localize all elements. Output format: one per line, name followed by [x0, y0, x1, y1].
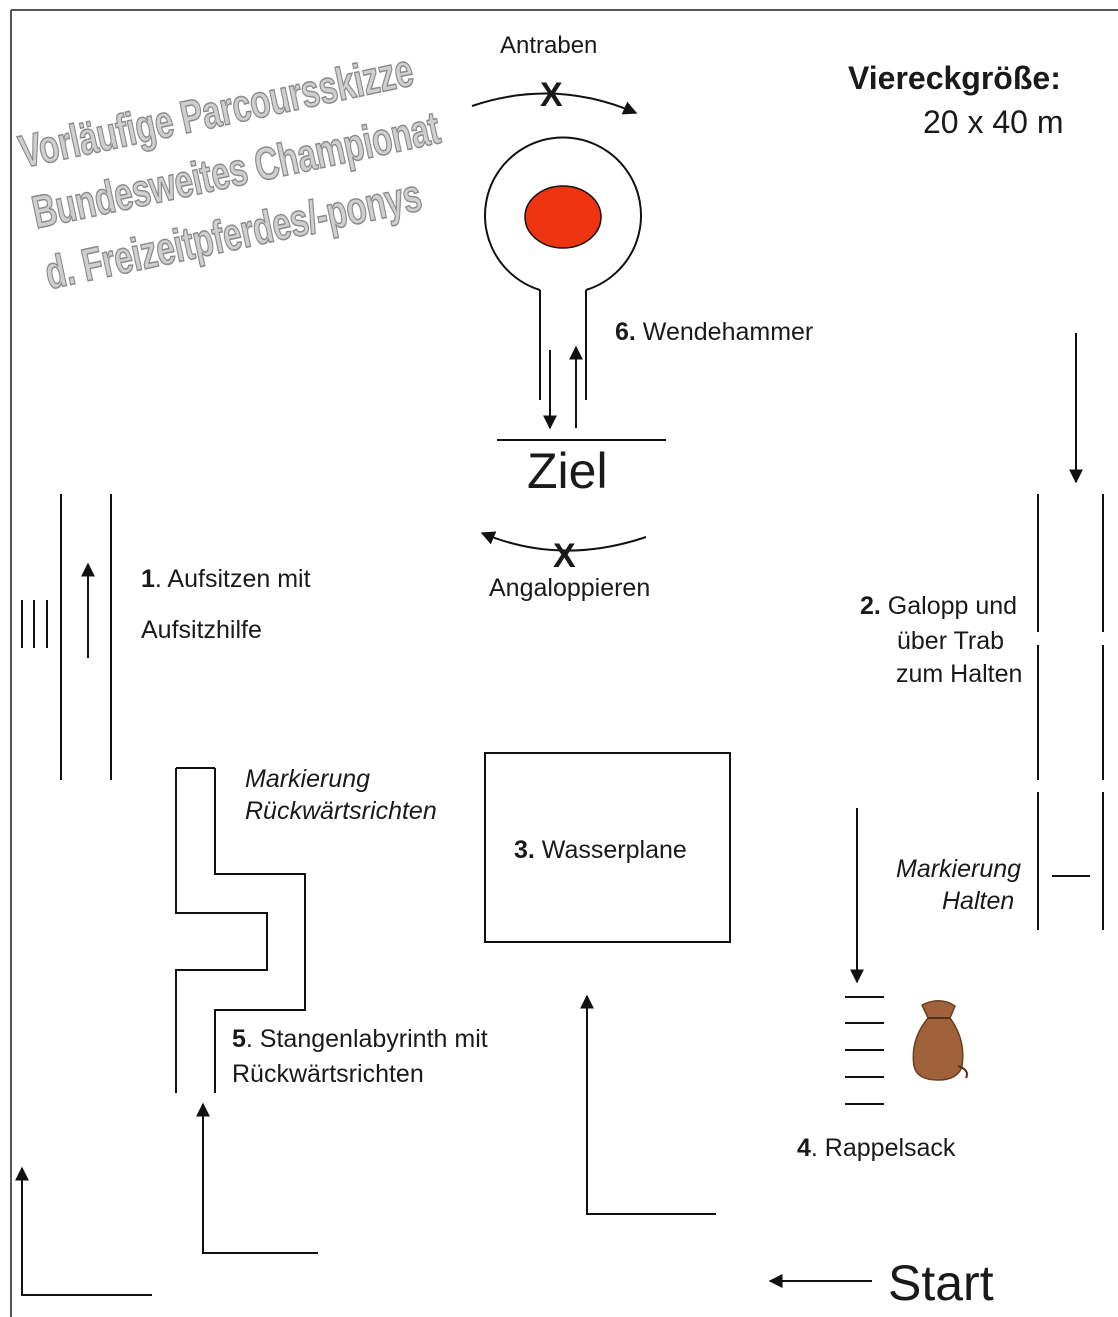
water-tarp — [484, 752, 731, 943]
path-arrowheads — [15, 994, 594, 1194]
angaloppieren-x: X — [553, 537, 576, 575]
reverse-marker-label-2: Rückwärtsrichten — [245, 797, 437, 825]
station-6-text: Wendehammer — [635, 318, 814, 346]
station-3-number: 3. — [514, 836, 535, 864]
pole-maze — [175, 767, 306, 1093]
arena-size-value: 20 x 40 m — [923, 104, 1064, 140]
station-4-text: . Rappelsack — [810, 1134, 956, 1162]
station-2-number: 2. — [860, 592, 881, 620]
station-1-text-2: Aufsitzhilfe — [141, 616, 262, 644]
finish-label: Ziel — [527, 443, 608, 499]
target-dot — [524, 185, 602, 249]
sack-icon — [912, 1000, 968, 1081]
antraben-x: X — [540, 76, 563, 114]
station-6-label: 6. Wendehammer — [615, 318, 813, 347]
angaloppieren-arrow — [480, 531, 647, 552]
angaloppieren-label: Angaloppieren — [489, 574, 651, 602]
station-2-lane — [1037, 494, 1104, 930]
station-5-text: . Stangenlabyrinth mit — [245, 1025, 488, 1053]
arena-size-label: Viereckgröße: — [848, 60, 1061, 96]
station-2-text: Galopp und — [880, 592, 1018, 620]
station-1-text: . Aufsitzen mit — [154, 565, 311, 593]
station-1-label: 1. Aufsitzen mit — [141, 565, 311, 594]
rattle-poles — [845, 996, 884, 1105]
station-1-number: 1 — [141, 565, 155, 593]
station-5-label: 5. Stangenlabyrinth mit — [232, 1025, 488, 1054]
station-2-text-2: über Trab — [897, 627, 1005, 655]
halt-marker-label-2: Halten — [942, 887, 1015, 915]
start-label: Start — [888, 1255, 994, 1311]
antraben-label: Antraben — [500, 32, 598, 59]
station-2-label: 2. Galopp und — [860, 592, 1017, 621]
path-lines — [21, 1000, 716, 1296]
station-5-text-2: Rückwärtsrichten — [232, 1060, 424, 1088]
antraben-arrow — [471, 92, 638, 115]
station-6-number: 6. — [615, 318, 636, 346]
halt-marker-label-1: Markierung — [896, 855, 1022, 883]
station-4-number: 4 — [797, 1134, 811, 1162]
turnaround-circle — [484, 136, 642, 291]
station-1-lane — [21, 494, 112, 780]
station-3-text: Wasserplane — [534, 836, 687, 864]
reverse-marker-label-1: Markierung — [245, 765, 371, 793]
station-3-label: 3. Wasserplane — [514, 836, 687, 865]
station-4-label: 4. Rappelsack — [797, 1134, 955, 1163]
station-2-text-3: zum Halten — [896, 660, 1023, 688]
page-border — [10, 9, 1118, 1317]
wendehammer-lane — [539, 290, 587, 400]
station-5-number: 5 — [232, 1025, 246, 1053]
